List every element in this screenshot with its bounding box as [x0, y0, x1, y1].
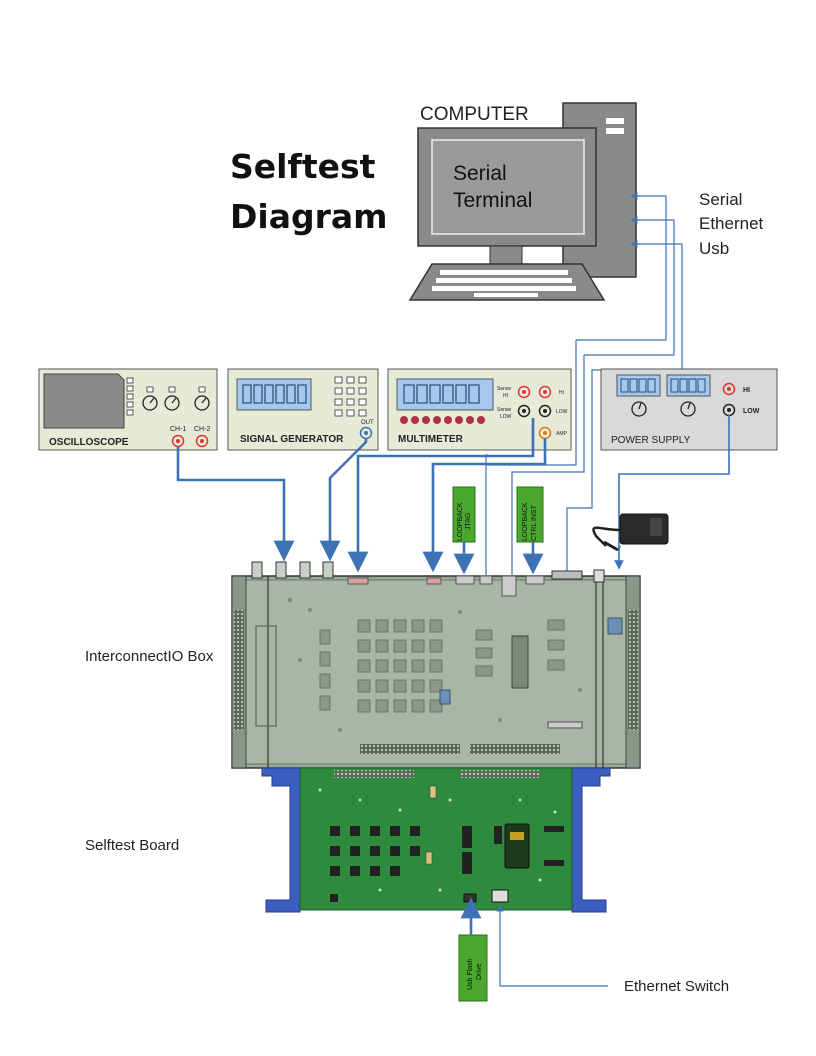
- dmm-buttons: [400, 416, 485, 424]
- computer: COMPUTER Serial Terminal: [408, 102, 637, 301]
- title-line-1: Selftest: [230, 147, 376, 186]
- ethernet-label: Ethernet: [699, 214, 764, 233]
- scope-knobs: [142, 395, 210, 411]
- power-adapter: [592, 513, 669, 552]
- selftest-board: [261, 767, 611, 913]
- psu-low-label: LOW: [743, 408, 760, 415]
- siggen-out-label: OUT: [361, 420, 374, 426]
- loopback-jtag-line-1: LOOPBACK: [457, 502, 464, 541]
- bnc-connectors: [251, 561, 334, 579]
- keyboard-keys: [432, 270, 576, 297]
- scope-buttons: [126, 377, 134, 416]
- power-supply: HI LOW POWER SUPPLY: [600, 368, 778, 451]
- sense-low-label-2: LOW: [500, 414, 512, 420]
- ethernet-switch-wire: [496, 904, 608, 987]
- oscilloscope-label: OSCILLOSCOPE: [49, 437, 129, 448]
- instrument-wires: [176, 415, 730, 573]
- sense-hi-label-1: Sense: [497, 386, 511, 392]
- usb-flash-drive: Usb Flash Drive: [458, 897, 488, 1002]
- screen-line-1: Serial: [453, 162, 507, 185]
- drive-slot-1: [606, 118, 624, 124]
- monitor-screen: [431, 139, 585, 235]
- right-connector: [628, 610, 638, 730]
- dmm-low-jack: [538, 404, 552, 418]
- loopback-ctrl-line-2: CTRL INST: [531, 504, 538, 541]
- dmm-hi-label: HI: [559, 390, 564, 396]
- right-frame: [571, 767, 611, 913]
- computer-label: COMPUTER: [420, 104, 529, 125]
- selftest-board-label: Selftest Board: [85, 837, 180, 854]
- loopback-ctrl-body: [516, 486, 544, 543]
- serial-label: Serial: [699, 190, 743, 209]
- psu-hi-jack: [722, 382, 736, 396]
- interconnectio-box: [231, 561, 641, 769]
- usb-label: Usb: [699, 239, 730, 258]
- usb-flash-body: [458, 934, 488, 1002]
- ethernet-port: [491, 889, 509, 903]
- loopback-jtag-module: LOOPBACK JTAG: [452, 486, 476, 575]
- interconnect-box-label: InterconnectIO Box: [85, 648, 214, 665]
- signal-generator-label: SIGNAL GENERATOR: [240, 434, 344, 445]
- oscilloscope: OSCILLOSCOPE CH-1 CH-2: [38, 368, 218, 451]
- scope-ch2-label: CH-2: [194, 426, 210, 433]
- multimeter: Sense HI Sense LOW HI LOW AMP MULTIMETER: [387, 368, 572, 451]
- dmm-sense-low-jack: [517, 404, 531, 418]
- sense-hi-label-2: HI: [503, 393, 508, 399]
- dmm-amp-label: AMP: [556, 431, 568, 437]
- psu-knobs: [631, 401, 696, 417]
- loopback-jtag-line-2: JTAG: [465, 513, 472, 530]
- loopback-ctrl-module: LOOPBACK CTRL INST: [516, 486, 544, 575]
- screen-line-2: Terminal: [453, 189, 532, 212]
- multimeter-label: MULTIMETER: [398, 434, 464, 445]
- scope-ch2-jack: [195, 434, 209, 448]
- left-frame: [261, 767, 301, 913]
- diagram-title: Selftest Diagram: [230, 142, 388, 242]
- signal-generator: SIGNAL GENERATOR OUT: [227, 368, 379, 451]
- drive-slot-2: [606, 128, 624, 134]
- sense-low-label-1: Sense: [497, 407, 511, 413]
- dmm-low-label: LOW: [556, 409, 568, 415]
- scope-ch1-label: CH-1: [170, 426, 186, 433]
- dmm-hi-jack: [538, 385, 552, 399]
- loopback-ctrl-line-1: LOOPBACK: [522, 502, 529, 541]
- usb-port: [463, 893, 477, 903]
- selftest-chips: [330, 826, 564, 902]
- dmm-sense-hi-jack: [517, 385, 531, 399]
- usb-flash-line-2: Drive: [476, 964, 483, 980]
- left-connector: [234, 610, 244, 730]
- psu-hi-label: HI: [743, 387, 750, 394]
- scope-screen: [43, 373, 125, 429]
- ethernet-switch-label: Ethernet Switch: [624, 978, 730, 995]
- siggen-keypad: [334, 376, 367, 417]
- power-supply-label: POWER SUPPLY: [611, 435, 691, 446]
- interconnect-chips: [319, 619, 565, 713]
- usb-flash-line-1: Usb Flash: [467, 958, 474, 990]
- siggen-display: [236, 378, 312, 411]
- dmm-display: [396, 378, 494, 411]
- title-line-2: Diagram: [230, 197, 388, 236]
- monitor-stand: [489, 245, 523, 265]
- controller-module: [504, 823, 530, 869]
